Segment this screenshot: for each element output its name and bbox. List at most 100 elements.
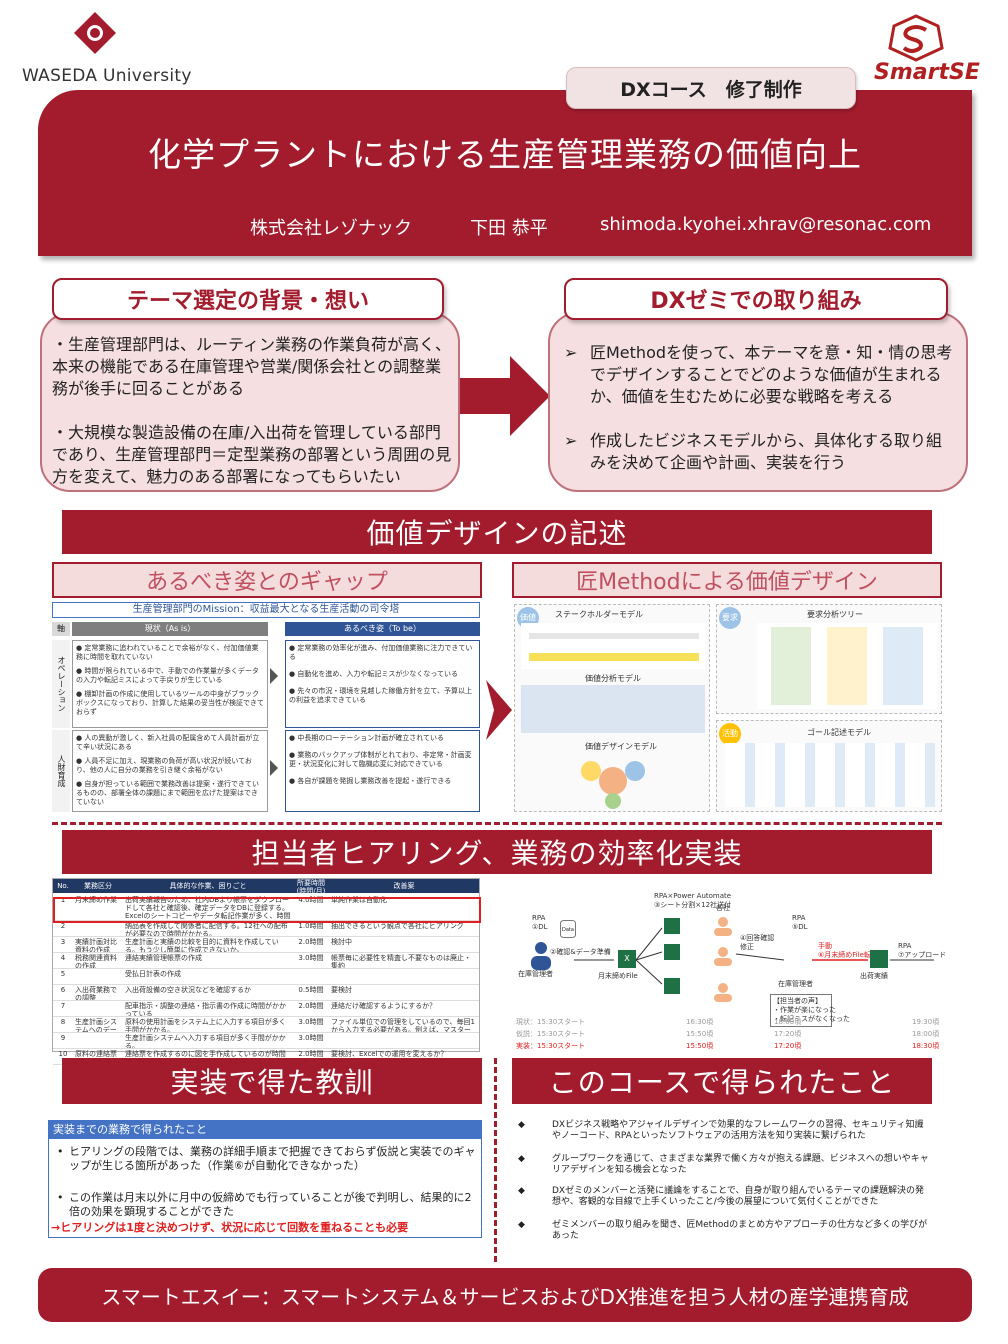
value-design-band: 価値デザインの記述 bbox=[62, 510, 932, 554]
timeline-t1-trial: 15:50頃 bbox=[686, 1030, 714, 1038]
author-name: 下田 恭平 bbox=[470, 218, 548, 239]
excel-icon bbox=[870, 950, 888, 968]
table-cell-task: 配車指示・調整の連絡・指示書の作成に時間がかかっている bbox=[123, 1001, 293, 1017]
asis-ops-item: ● 棚卸計画の作成に使用しているツールの中身がブラックボックスになっており、計算… bbox=[76, 690, 264, 716]
excel-icon bbox=[664, 944, 680, 960]
chevron-right-icon bbox=[486, 680, 512, 740]
timeline-t1-current: 16:30頃 bbox=[686, 1018, 714, 1026]
tobe-ops-item: ● 先々の市況・環境を見越した稼働方針を立て、予算以上の利益を追求できている bbox=[289, 687, 472, 704]
asis-hr-item: ● 人員不足に加え、現業務の負荷が高い状況が続いており、他の人に自分の業務を引き… bbox=[76, 757, 252, 774]
timeline-t3-impl: 18:30頃 bbox=[912, 1042, 940, 1050]
table-cell-cat: 月末締め作業 bbox=[73, 895, 123, 921]
table-cell-plan: 連絡だけ確認するようにするか？ bbox=[329, 1001, 479, 1017]
right-arrow-icon bbox=[460, 356, 550, 436]
rpa-flow-diagram: RPA ①DL Data 在庫管理者 ②確認&データ準備 X 月末締めFile … bbox=[514, 884, 954, 1054]
asis-ops-item: ● 定常業務に追われていることで余裕がなく、付加価値業務に時間を取れていない bbox=[76, 644, 259, 661]
asis-hr-item: ● 人の異動が激しく、新入社員の配属含めて人員計画が立て辛い状況にある bbox=[76, 734, 260, 751]
table-cell-no: 7 bbox=[53, 1001, 73, 1017]
tobe-ops-item: ● 自動化を進め、入力や転記ミスが少なくなっている bbox=[289, 670, 458, 678]
smartse-logo-text: SmartSE bbox=[874, 60, 980, 85]
gain-item-1: DXビジネス戦略やアジャイルデザインで効果的なフレームワークの習得、セキュリティ… bbox=[552, 1120, 924, 1141]
person-icon bbox=[531, 942, 551, 970]
table-cell-task: 入出荷設備の空き状況などを確認するか bbox=[123, 985, 293, 1001]
smartse-logo-icon bbox=[888, 14, 944, 62]
table-cell-task: 原料の使用計画をシステム上に入力する項目が多く手間がかかる。 bbox=[123, 1017, 293, 1033]
flow-inventory-manager-2: 在庫管理者 bbox=[778, 980, 813, 988]
dxzemi-marker-2: ➢ bbox=[564, 431, 578, 450]
database-icon: Data bbox=[560, 920, 576, 938]
table-cell-plan: 検討中 bbox=[329, 937, 479, 953]
table-cell-cat bbox=[73, 1033, 123, 1049]
poster-title: 化学プラントにおける生産管理業務の価値向上 bbox=[148, 135, 862, 174]
gain-item-4: ゼミメンバーの取り組みを聞き、匠Methodのまとめ方やアプローチの仕方など多く… bbox=[552, 1220, 928, 1241]
table-cell-time bbox=[293, 969, 329, 985]
waseda-logo-text: WASEDA University bbox=[22, 66, 192, 86]
author-email: shimoda.kyohei.xhrav@resonac.com bbox=[600, 214, 932, 235]
table-cell-task: 生産計画システムへ入力する項目が多く手間がかかる。 bbox=[123, 1033, 293, 1049]
flow-rpa-dl-2: RPA ⑤DL bbox=[792, 914, 808, 931]
table-cell-plan bbox=[329, 1033, 479, 1049]
flow-shipment: 出荷実績 bbox=[860, 972, 888, 980]
table-cell-time: 1.0時間 bbox=[293, 921, 329, 937]
background-p2: ・大規模な製造設備の在庫/入出荷を管理している部門であり、生産管理部門＝定型業務… bbox=[52, 423, 452, 486]
goal-model-figure bbox=[725, 743, 935, 807]
timeline-current: 現状：15:30スタート bbox=[516, 1018, 586, 1026]
table-cell-cat bbox=[73, 969, 123, 985]
lesson-bullet-1: ヒアリングの段階では、業務の詳細手順まで把握できておらず仮説と実装でのギャップが… bbox=[69, 1145, 476, 1172]
table-cell-task: 出荷実績報告のため、社内DBより帳票をダウンロードして各社と確認後、確定データを… bbox=[123, 895, 293, 921]
row-label-operation: オペレーション bbox=[52, 640, 70, 728]
excel-icon: X bbox=[618, 950, 636, 968]
table-cell-no: 9 bbox=[53, 1033, 73, 1049]
asis-operation-cell: ● 定常業務に追われていることで余裕がなく、付加価値業務に時間を取れていない ●… bbox=[72, 640, 268, 728]
flow-inventory-manager: 在庫管理者 bbox=[518, 970, 553, 978]
table-cell-cat: 税務関連資料の作成 bbox=[73, 953, 123, 969]
table-cell-cat: 生産計画システムへのデータ入力 bbox=[73, 1017, 123, 1033]
table-cell-time: 3.0時間 bbox=[293, 1033, 329, 1049]
stakeholder-model-figure bbox=[521, 623, 705, 669]
section-divider bbox=[52, 822, 942, 825]
asis-hr-item: ● 自身が担っている範囲で業務改善は提案・遂行できているものの、部署全体の課題に… bbox=[76, 780, 259, 806]
title-band bbox=[38, 90, 972, 256]
flow-check: ④回答確認 修正 bbox=[740, 934, 775, 951]
table-cell-task: 連結実績管理帳票の作成 bbox=[123, 953, 293, 969]
value-design-model-figure bbox=[581, 761, 645, 809]
mission-title: 生産管理部門のMission：収益最大となる生産活動の司令塔 bbox=[52, 602, 480, 618]
table-cell-plan bbox=[329, 969, 479, 985]
value-analysis-model-figure bbox=[521, 685, 705, 733]
timeline-t3-trial: 18:00頃 bbox=[912, 1030, 940, 1038]
lessons-box-title: 実装までの業務で得られたこと bbox=[49, 1121, 481, 1139]
th-time: 所要時間(時間/月) bbox=[293, 879, 329, 893]
tobe-hr-cell: ● 中長期のローテーション計画が確立されている ● 業務のバックアップ体制がとれ… bbox=[285, 730, 480, 812]
timeline-t2-impl: 17:20頃 bbox=[774, 1042, 802, 1050]
tobe-hr-item: ● 中長期のローテーション計画が確立されている bbox=[289, 734, 444, 742]
flow-manual: 手動 ⑥月末締めFile転記 bbox=[818, 942, 878, 959]
th-no: No. bbox=[53, 879, 73, 893]
dxzemi-item-2: 作成したビジネスモデルから、具体化する取り組みを決めて企画や計画、実装を行う bbox=[590, 431, 943, 472]
flow-companies: 各社 bbox=[716, 904, 730, 912]
table-cell-plan: ファイル単位での管理をしているので、毎回1から入力する必要がある。例えば、マスタ… bbox=[329, 1017, 479, 1033]
background-box: ・生産管理部門は、ルーティン業務の作業負荷が高く、本来の機能である在庫管理や営業… bbox=[40, 312, 460, 492]
requirement-tree-figure bbox=[757, 623, 937, 709]
flow-voice-note: 【担当者の声】 ・作業が楽になった ・転記ミスがなくなった bbox=[770, 994, 850, 1027]
gain-item-3: DXゼミのメンバーと活発に議論をすることで、自身が取り組んでいるテーマの課題解決… bbox=[552, 1186, 925, 1207]
table-cell-plan: 要検討 bbox=[329, 985, 479, 1001]
table-cell-plan: 帳票毎に必要性を精査し不要なものは廃止・集約 bbox=[329, 953, 479, 969]
tag-requirement: 要求 bbox=[719, 607, 741, 629]
table-cell-task: 納品表を作成して関係者に配信する。12社への配布が必要なので時間がかかる。 bbox=[123, 921, 293, 937]
flow-arrows bbox=[574, 927, 934, 985]
course-badge: DXコース 修了制作 bbox=[566, 67, 856, 109]
timeline-impl: 実装：15:30スタート bbox=[516, 1042, 586, 1050]
company-people-icons bbox=[714, 917, 732, 1002]
asis-hr-cell: ● 人の異動が激しく、新入社員の配属含めて人員計画が立て辛い状況にある ● 人員… bbox=[72, 730, 268, 812]
excel-icon bbox=[664, 978, 680, 994]
waseda-seal-icon bbox=[74, 12, 116, 54]
table-cell-plan: 単純作業は自動化 bbox=[329, 895, 479, 921]
table-cell-time: 4.0時間 bbox=[293, 895, 329, 921]
table-cell-no: 6 bbox=[53, 985, 73, 1001]
bullet-icon: • bbox=[57, 1145, 64, 1158]
th-task: 具体的な作業、困りごと bbox=[123, 879, 293, 893]
hearing-band: 担当者ヒアリング、業務の効率化実装 bbox=[62, 830, 932, 874]
highlight-row-1 bbox=[53, 897, 481, 923]
gains-band: このコースで得られたこと bbox=[512, 1058, 932, 1104]
